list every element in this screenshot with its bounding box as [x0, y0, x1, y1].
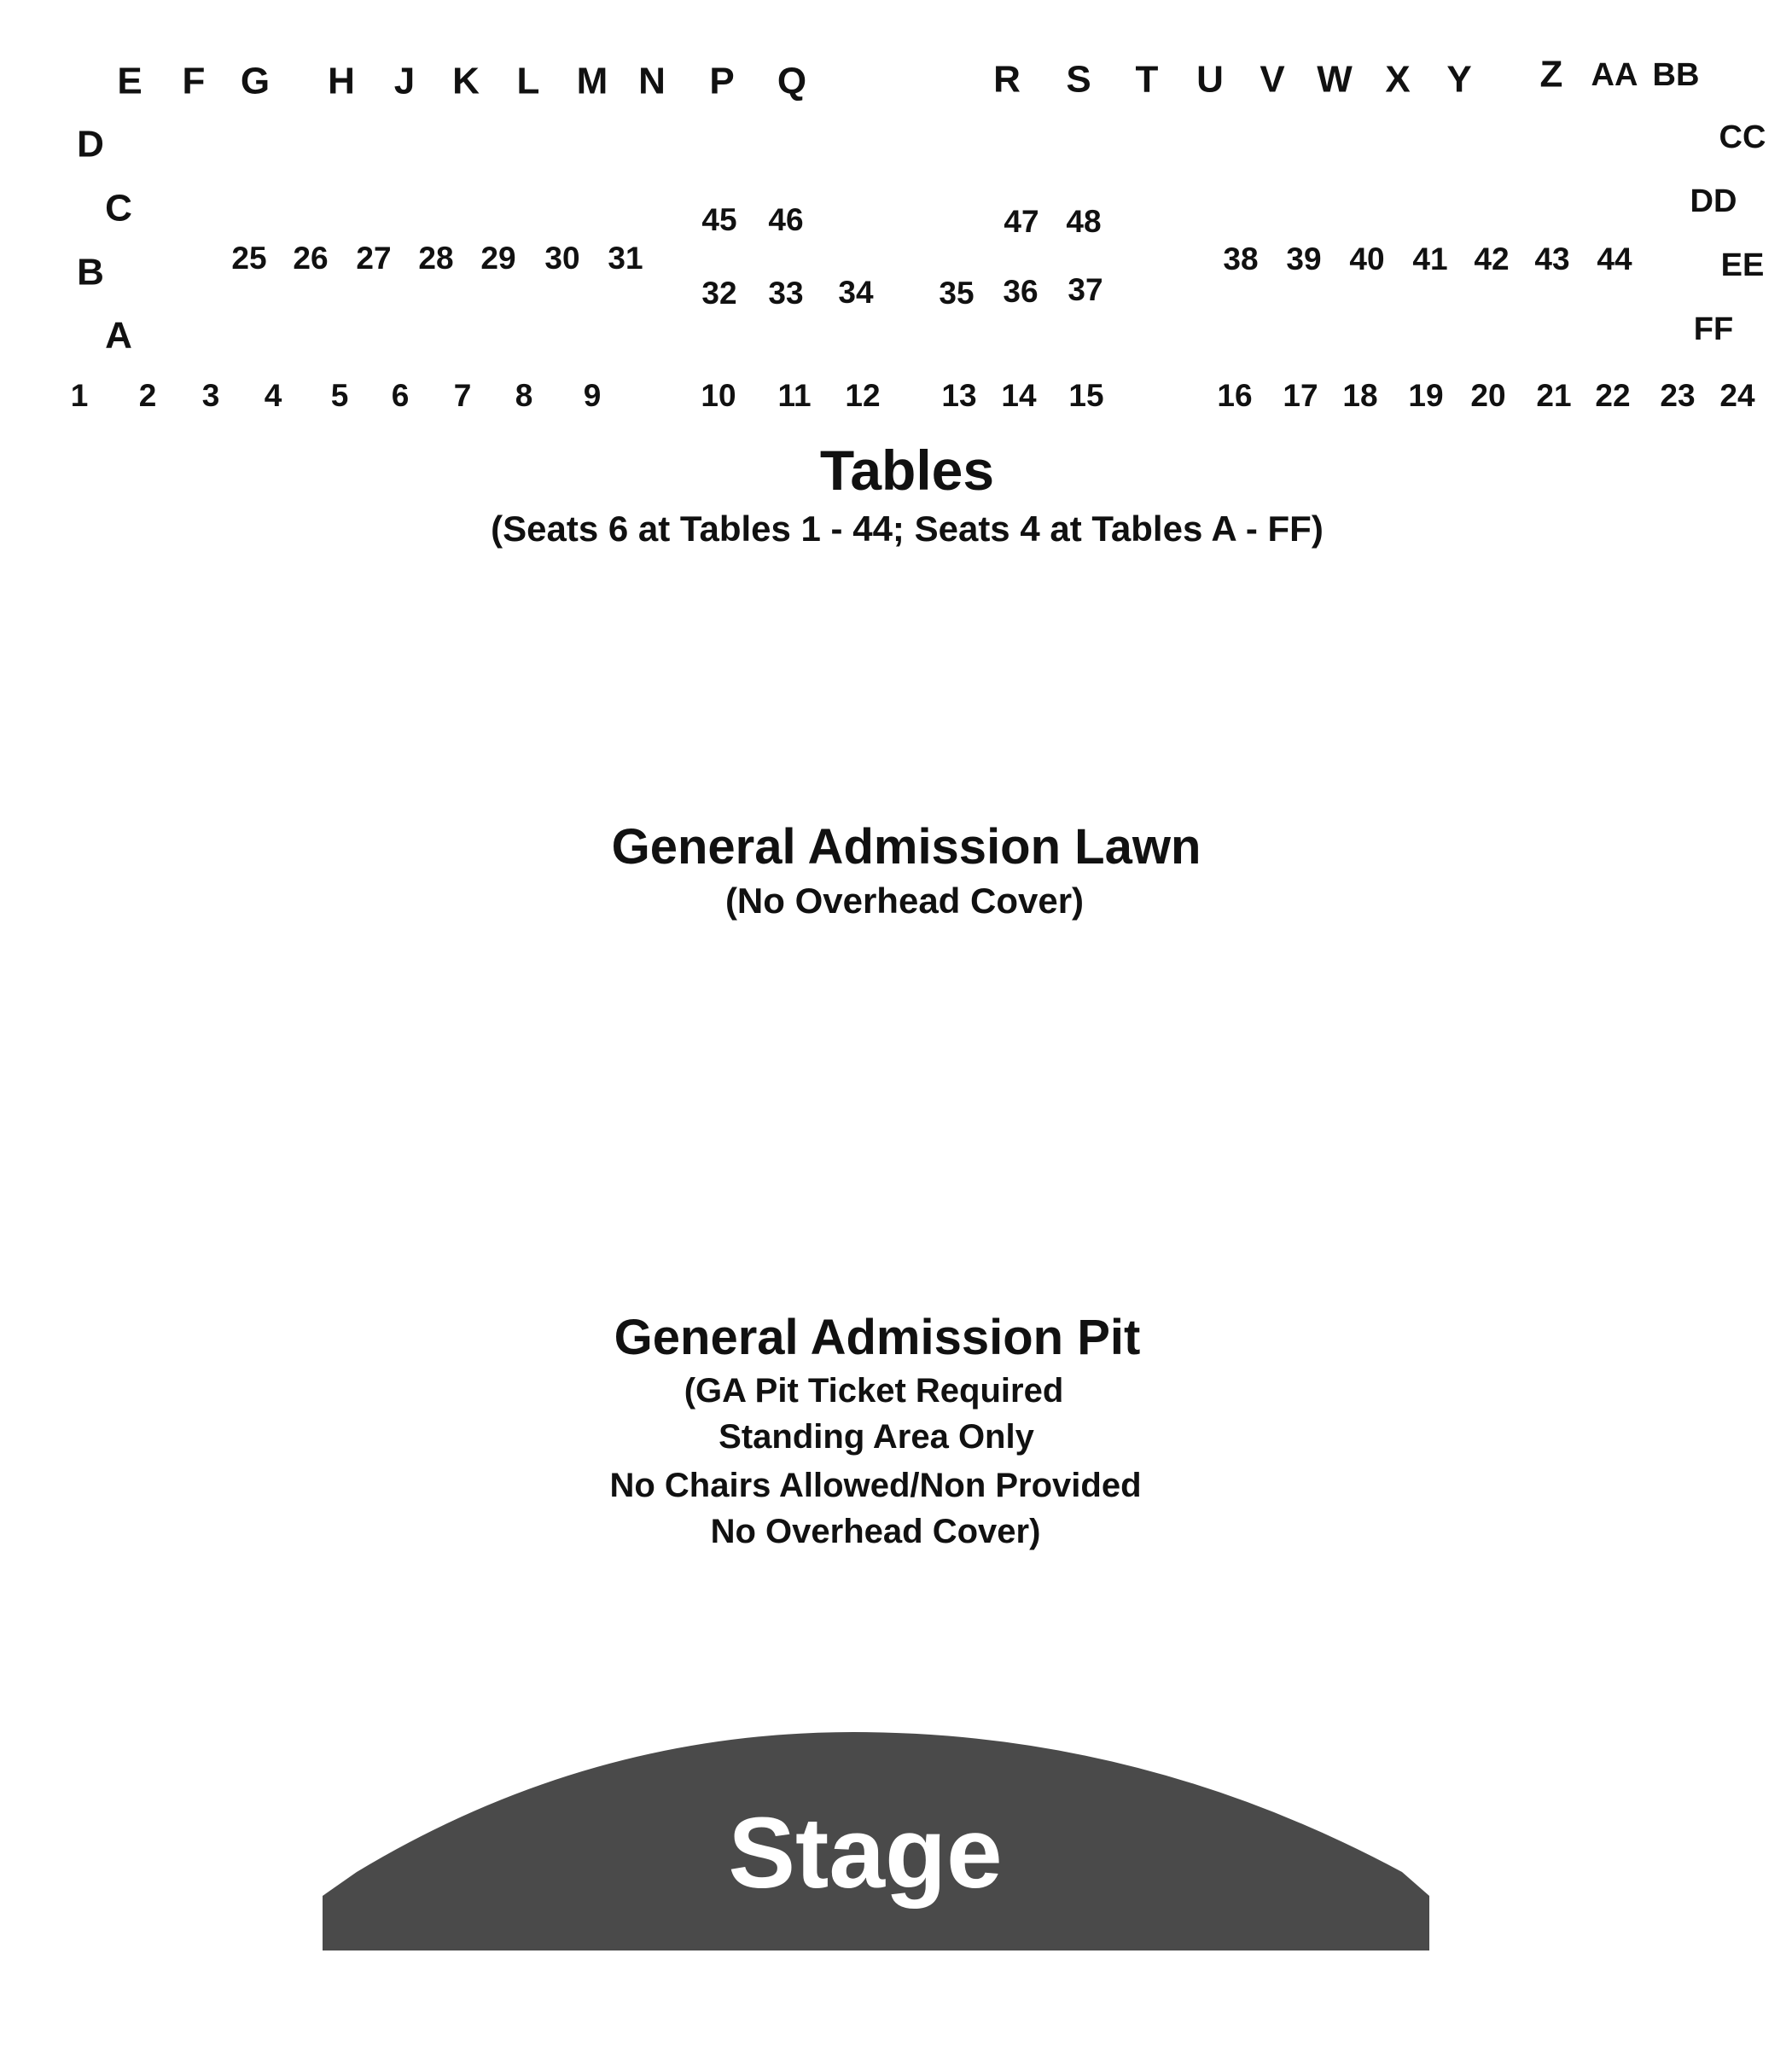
lawn-title: General Admission Lawn: [612, 819, 1201, 875]
table-39[interactable]: 39: [1286, 241, 1321, 276]
tables-subtitle: (Seats 6 at Tables 1 - 44; Seats 4 at Ta…: [491, 509, 1324, 549]
table-27[interactable]: 27: [356, 241, 391, 276]
table-12[interactable]: 12: [845, 378, 880, 413]
table-15[interactable]: 15: [1068, 378, 1103, 413]
table-23[interactable]: 23: [1660, 378, 1695, 413]
table-K[interactable]: K: [452, 61, 480, 102]
table-Z[interactable]: Z: [1540, 54, 1563, 96]
table-FF[interactable]: FF: [1694, 311, 1733, 347]
table-M[interactable]: M: [577, 61, 608, 102]
table-36[interactable]: 36: [1003, 274, 1038, 309]
pit-line-1: (GA Pit Ticket Required: [684, 1372, 1064, 1410]
table-6[interactable]: 6: [392, 378, 410, 413]
table-5[interactable]: 5: [331, 378, 349, 413]
table-17[interactable]: 17: [1283, 378, 1318, 413]
table-44[interactable]: 44: [1597, 241, 1632, 276]
pit-title: General Admission Pit: [614, 1310, 1141, 1365]
table-34[interactable]: 34: [838, 275, 874, 310]
pit-line-2: Standing Area Only: [719, 1418, 1034, 1456]
tables-title: Tables: [820, 439, 994, 502]
table-38[interactable]: 38: [1223, 241, 1258, 276]
table-S[interactable]: S: [1066, 59, 1091, 101]
table-B[interactable]: B: [77, 252, 104, 294]
pit-line-3: No Chairs Allowed/Non Provided: [609, 1467, 1141, 1504]
table-P[interactable]: P: [709, 61, 734, 102]
pit-section: General Admission Pit (GA Pit Ticket Req…: [609, 1310, 1141, 1550]
table-18[interactable]: 18: [1342, 378, 1377, 413]
tables-heading: Tables (Seats 6 at Tables 1 - 44; Seats …: [491, 439, 1324, 549]
table-EE[interactable]: EE: [1721, 247, 1765, 283]
table-14[interactable]: 14: [1001, 378, 1037, 413]
pit-line-4: No Overhead Cover): [711, 1513, 1041, 1550]
table-13[interactable]: 13: [941, 378, 976, 413]
table-4[interactable]: 4: [265, 378, 282, 413]
table-V[interactable]: V: [1260, 59, 1285, 101]
table-E[interactable]: E: [117, 61, 142, 102]
table-2[interactable]: 2: [139, 378, 157, 413]
table-40[interactable]: 40: [1349, 241, 1384, 276]
table-37[interactable]: 37: [1068, 272, 1103, 307]
table-29[interactable]: 29: [480, 241, 515, 276]
stage-shape: [323, 1732, 1429, 1950]
table-H[interactable]: H: [328, 61, 355, 102]
table-25[interactable]: 25: [231, 241, 266, 276]
table-31[interactable]: 31: [608, 241, 643, 276]
table-42[interactable]: 42: [1474, 241, 1509, 276]
table-26[interactable]: 26: [293, 241, 328, 276]
table-11[interactable]: 11: [777, 378, 811, 413]
table-D[interactable]: D: [77, 124, 104, 166]
table-19[interactable]: 19: [1408, 378, 1443, 413]
table-A[interactable]: A: [105, 315, 132, 357]
table-C[interactable]: C: [105, 188, 132, 230]
table-45[interactable]: 45: [701, 202, 736, 237]
lawn-section: General Admission Lawn (No Overhead Cove…: [612, 819, 1201, 921]
table-U[interactable]: U: [1196, 59, 1224, 101]
table-J[interactable]: J: [394, 61, 415, 102]
table-20[interactable]: 20: [1470, 378, 1505, 413]
table-30[interactable]: 30: [544, 241, 579, 276]
table-46[interactable]: 46: [768, 202, 803, 237]
table-DD[interactable]: DD: [1690, 183, 1737, 219]
table-T[interactable]: T: [1136, 59, 1159, 101]
table-3[interactable]: 3: [202, 378, 220, 413]
table-32[interactable]: 32: [701, 276, 736, 311]
table-10[interactable]: 10: [701, 378, 736, 413]
table-16[interactable]: 16: [1217, 378, 1252, 413]
table-22[interactable]: 22: [1595, 378, 1630, 413]
table-F[interactable]: F: [183, 61, 206, 102]
table-7[interactable]: 7: [454, 378, 472, 413]
table-CC[interactable]: CC: [1719, 119, 1766, 155]
lawn-subtitle: (No Overhead Cover): [725, 881, 1084, 921]
table-33[interactable]: 33: [768, 276, 803, 311]
number-tables: 1 2 3 4 5 6 7 8 9 10 11 12 13 14 15 16 1…: [71, 202, 1755, 413]
table-28[interactable]: 28: [418, 241, 453, 276]
table-8[interactable]: 8: [515, 378, 533, 413]
table-N[interactable]: N: [638, 61, 666, 102]
table-R[interactable]: R: [993, 59, 1021, 101]
table-Y[interactable]: Y: [1446, 59, 1471, 101]
letter-tables: A B C D E F G H J K L M N P Q R S T U V …: [77, 54, 1766, 357]
table-21[interactable]: 21: [1536, 378, 1571, 413]
table-Q[interactable]: Q: [777, 61, 806, 102]
table-G[interactable]: G: [241, 61, 270, 102]
table-47[interactable]: 47: [1004, 204, 1039, 239]
table-AA[interactable]: AA: [1591, 57, 1638, 93]
stage-label: Stage: [728, 1797, 1002, 1910]
table-43[interactable]: 43: [1534, 241, 1569, 276]
stage: Stage: [323, 1732, 1429, 1950]
table-48[interactable]: 48: [1066, 204, 1101, 239]
table-W[interactable]: W: [1317, 59, 1353, 101]
table-X[interactable]: X: [1385, 59, 1410, 101]
table-35[interactable]: 35: [939, 276, 974, 311]
table-L[interactable]: L: [517, 61, 540, 102]
table-24[interactable]: 24: [1719, 378, 1755, 413]
table-9[interactable]: 9: [584, 378, 602, 413]
table-1[interactable]: 1: [71, 378, 89, 413]
table-41[interactable]: 41: [1412, 241, 1447, 276]
table-BB[interactable]: BB: [1653, 57, 1700, 93]
